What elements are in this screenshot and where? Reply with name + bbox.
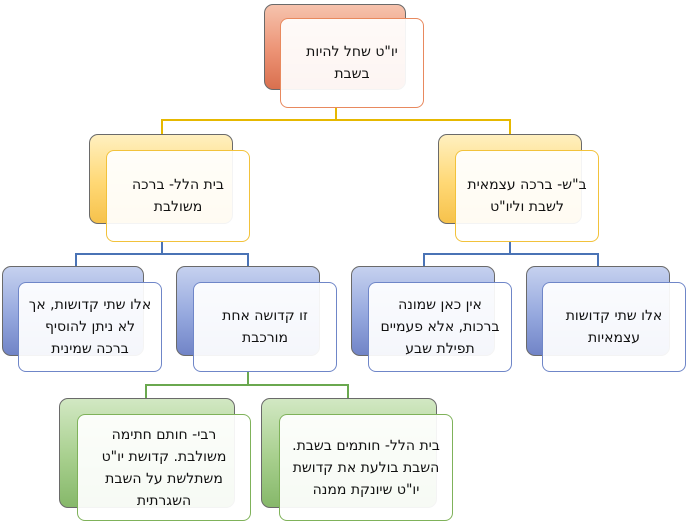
beit-hillel-seal-node: בית הלל- חותמים בשבת. השבת בולעת את קדוש… — [279, 414, 453, 521]
root-node-text: יו"ט שחל להיות בשבת — [306, 44, 398, 82]
two-holiness-limited-node-text: אלו שתי קדושות, אך לא ניתן להוסיף ברכה ש… — [28, 297, 152, 357]
one-composite-holiness-node-text: זו קדושה אחת מורכבת — [222, 308, 308, 346]
one-composite-holiness-node: זו קדושה אחת מורכבת — [193, 282, 337, 372]
beit-shammai-node-text: ב"ש- ברכה עצמאית לשבת וליו"ט — [467, 177, 587, 215]
rebbi-node: רבי- חותם חתימה משולבת. קדושת יו"ט משתלש… — [77, 414, 251, 521]
two-independent-holiness-node: אלו שתי קדושות עצמאיות — [542, 282, 686, 372]
connector-root-to-beit-shammai — [336, 119, 511, 136]
connector-composite-to-sub-left — [145, 372, 249, 400]
connector-beit-shammai-to-leaf-left — [423, 242, 511, 266]
rebbi-node-text: רבי- חותם חתימה משולבת. קדושת יו"ט משתלש… — [101, 426, 227, 509]
twice-seven-blessings-node-text: אין כאן שמונה ברכות, אלא פעמיים תפילת שב… — [380, 297, 500, 357]
two-independent-holiness-node-text: אלו שתי קדושות עצמאיות — [565, 308, 663, 346]
root-node: יו"ט שחל להיות בשבת — [280, 18, 424, 108]
two-holiness-limited-node: אלו שתי קדושות, אך לא ניתן להוסיף ברכה ש… — [18, 282, 162, 372]
beit-shammai-node: ב"ש- ברכה עצמאית לשבת וליו"ט — [455, 150, 599, 242]
beit-hillel-node: בית הלל- ברכה משולבת — [106, 150, 250, 242]
connector-beit-shammai-to-leaf-right — [510, 253, 599, 266]
connector-root-to-beit-hillel — [161, 108, 337, 136]
connector-beit-hillel-to-leaf-left — [75, 242, 163, 266]
connector-composite-to-sub-right — [248, 384, 349, 400]
twice-seven-blessings-node: אין כאן שמונה ברכות, אלא פעמיים תפילת שב… — [368, 282, 512, 372]
beit-hillel-seal-node-text: בית הלל- חותמים בשבת. השבת בולעת את קדוש… — [292, 437, 440, 498]
beit-hillel-node-text: בית הלל- ברכה משולבת — [132, 177, 224, 215]
connector-beit-hillel-to-leaf-right — [162, 253, 249, 266]
